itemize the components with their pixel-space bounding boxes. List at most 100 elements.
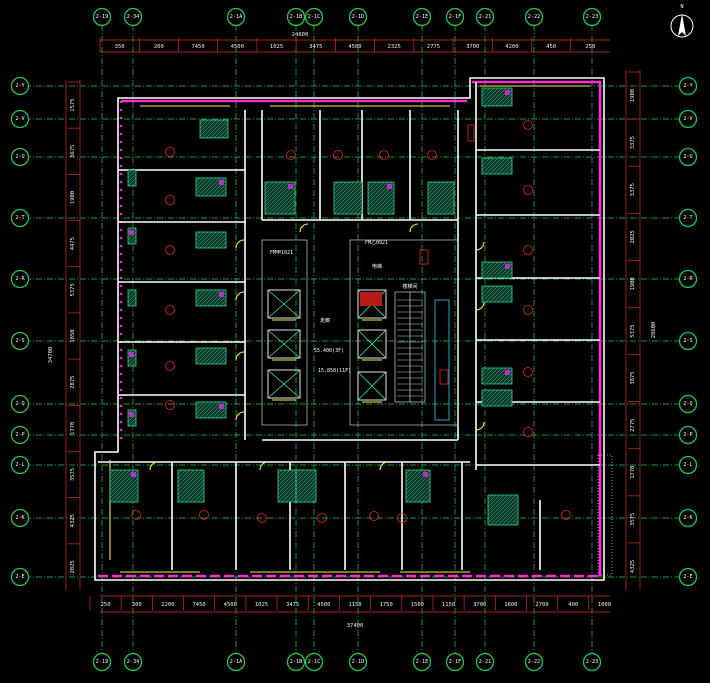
building-outline: [94, 77, 613, 581]
axis-tag: 2-1A: [230, 659, 243, 665]
dim-value: 300: [132, 602, 142, 608]
elevation-2: 15.850(11F): [318, 368, 351, 374]
axis-tag: 2-P: [683, 432, 692, 438]
bathroom-unit: [367, 181, 395, 215]
axis-tag: 2-1E: [416, 659, 429, 665]
axis-bubble-y9-right: 2-L: [678, 455, 698, 475]
axis-bubble-y2-left: 2-V: [10, 109, 30, 129]
dim-value: 2775: [427, 44, 440, 50]
axis-bubble-y7-left: 2-Q: [10, 394, 30, 414]
bathroom-unit: [481, 285, 513, 303]
bathroom-unit: [481, 157, 513, 175]
core-labels: FM甲1021 FM乙0921 电梯 走廊 55.400(3F) 15.850(…: [270, 124, 475, 385]
bathroom-unit: [109, 469, 139, 503]
axis-bubble-x2-top: 2-34: [123, 7, 143, 27]
room-markers: [131, 120, 571, 523]
axis-bubble-x11-top: 2-23: [582, 7, 602, 27]
axis-bubble-x9-top: 2-21: [475, 7, 495, 27]
fm2-label: FM乙0921: [365, 239, 388, 246]
dim-value: 4500: [224, 602, 237, 608]
dim-value: 3700: [466, 44, 479, 50]
axis-bubble-x4-bottom: 2-1B: [286, 652, 306, 672]
axis-bubble-y11-left: 2-E: [10, 567, 30, 587]
axis-tag: 2-19: [96, 14, 109, 20]
dim-value: 3475: [286, 602, 299, 608]
axis-tag: 2-23: [586, 14, 599, 20]
axis-tag: 2-P: [15, 432, 24, 438]
room-marker: [523, 367, 533, 377]
axis-tag: 2-V: [15, 116, 24, 122]
room-marker: [523, 120, 533, 130]
room-marker: [523, 305, 533, 315]
dim-value: 2025: [630, 230, 636, 243]
axis-tag: 2-Y: [15, 83, 25, 89]
axis-tag: 2-21: [479, 14, 492, 20]
axis-bubble-y6-right: 2-S: [678, 331, 698, 351]
axis-tag: 2-R: [15, 276, 25, 282]
axis-bubble-x9-bottom: 2-21: [475, 652, 495, 672]
bathroom-unit: [481, 389, 513, 407]
axis-bubble-x6-bottom: 2-1D: [348, 652, 368, 672]
dim-right-texts: 1900337533752025190053753875277517703575…: [628, 71, 640, 573]
dim-value: 1150: [442, 602, 455, 608]
dim-value: 250: [585, 44, 595, 50]
room-marker: [397, 513, 407, 523]
axis-tag: 2-1D: [352, 14, 365, 20]
dim-value: 4325: [630, 560, 636, 573]
axis-bubble-x8-bottom: 2-1F: [445, 652, 465, 672]
elevator-car: [267, 289, 301, 321]
dim-value: 3700: [473, 602, 486, 608]
room-marker: [561, 510, 571, 520]
dim-value: 200: [154, 44, 164, 50]
axis-bubble-y5-right: 2-R: [678, 269, 698, 289]
axis-tag: 2-23: [586, 659, 599, 665]
dim-value: 1600: [504, 602, 517, 608]
room-marker: [379, 150, 389, 160]
axis-tag: 2-1F: [449, 659, 462, 665]
axis-tag: 2-E: [15, 574, 24, 580]
dim-value: 1000: [598, 602, 611, 608]
bathroom-unit: [295, 469, 317, 503]
axis-tag: 2-S: [15, 338, 24, 344]
dim-value: 400: [568, 602, 578, 608]
room-marker: [317, 513, 327, 523]
axis-bubble-x5-top: 2-1C: [304, 7, 324, 27]
axis-bubble-y4-right: 2-T: [678, 208, 698, 228]
dim-value: 3375: [630, 136, 636, 149]
bathroom-unit: [177, 469, 205, 503]
axis-tag: 2-1A: [230, 14, 243, 20]
north-label: N: [680, 4, 683, 10]
dim-value: 2200: [161, 602, 174, 608]
dim-value: 1900: [630, 89, 636, 102]
dim-value: 350: [115, 44, 125, 50]
dim-value: 1575: [70, 98, 76, 111]
dim-value: 3875: [630, 371, 636, 384]
lift-label: 电梯: [372, 263, 382, 270]
dim-value: 1770: [630, 466, 636, 479]
dim-value: 2025: [70, 560, 76, 573]
room-marker: [165, 400, 175, 410]
dim-value: 1750: [380, 602, 393, 608]
axis-bubble-x2-bottom: 2-34: [123, 652, 143, 672]
axis-bubble-y10-left: 2-K: [10, 508, 30, 528]
axis-bubble-y3-right: 2-U: [678, 147, 698, 167]
dim-value: 3675: [70, 145, 76, 158]
dim-value: 1025: [255, 602, 268, 608]
axis-tag: 2-L: [683, 462, 692, 468]
axis-tag: 2-K: [15, 515, 25, 521]
dim-value: 4325: [70, 514, 76, 527]
axis-bubble-y10-right: 2-K: [678, 508, 698, 528]
axis-tag: 2-19: [96, 659, 109, 665]
dim-value: 3375: [630, 183, 636, 196]
axis-bubble-x3-top: 2-1A: [226, 7, 246, 27]
bathroom-fixtures: [109, 87, 519, 526]
room-marker: [257, 513, 267, 523]
dim-value: 3575: [70, 468, 76, 481]
bathroom-unit: [127, 169, 137, 187]
axis-bubble-x3-bottom: 2-1A: [226, 652, 246, 672]
axis-bubble-y8-left: 2-P: [10, 425, 30, 445]
elevation-1: 55.400(3F): [314, 348, 344, 354]
axis-bubble-x7-bottom: 2-1E: [412, 652, 432, 672]
